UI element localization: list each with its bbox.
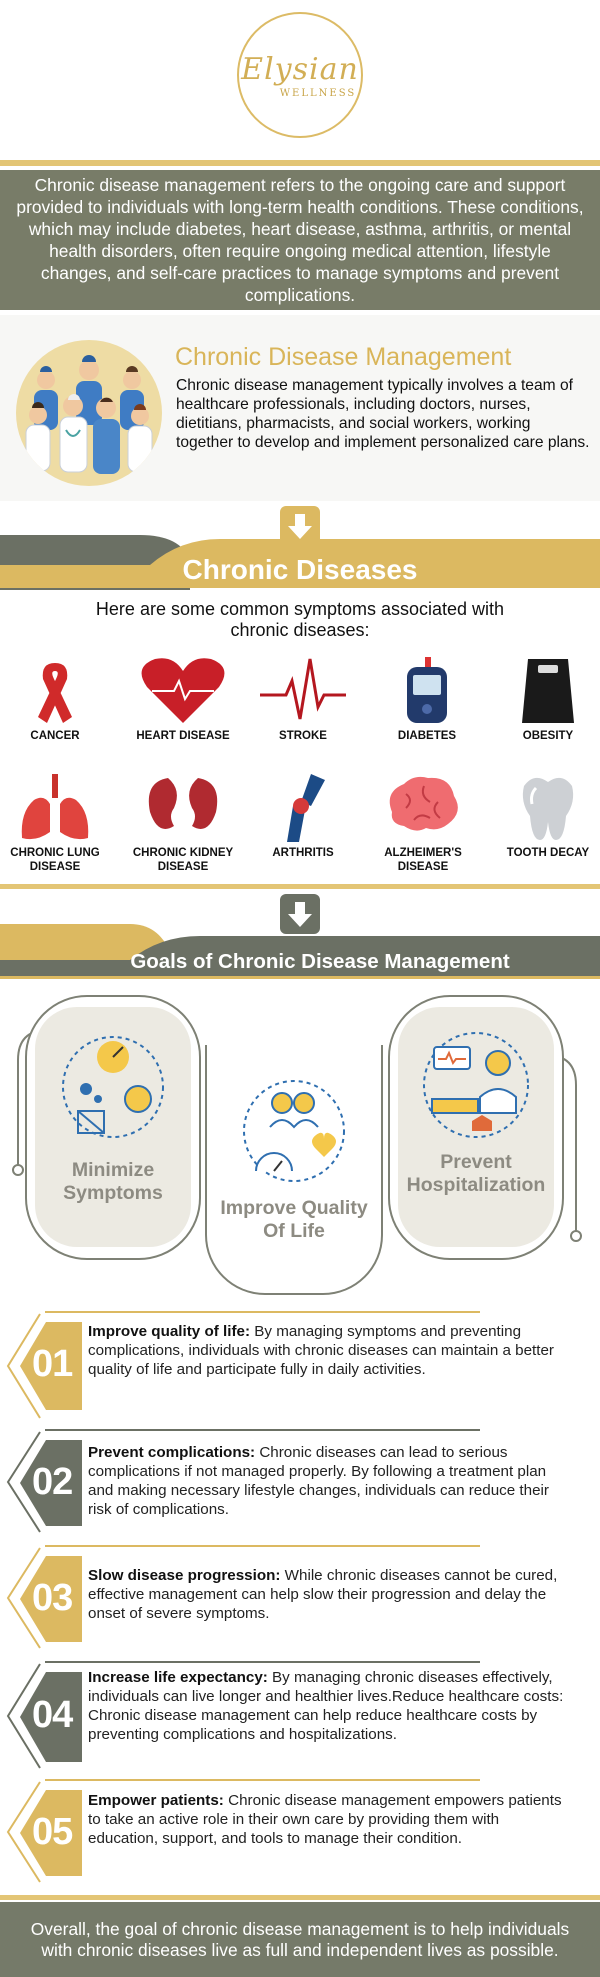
point-title: Increase life expectancy: — [88, 1669, 268, 1686]
point-number: 04 — [32, 1694, 73, 1736]
cancer-ribbon-icon — [38, 663, 72, 723]
divider — [0, 884, 600, 889]
disease-label: HEART DISEASE — [136, 730, 230, 742]
disease-item: ALZHEIMER'S DISEASE — [368, 772, 478, 874]
point-number: 03 — [32, 1577, 73, 1619]
point-2: Prevent complications: Chronic diseases … — [88, 1443, 568, 1519]
brand-logo-ring — [237, 12, 363, 138]
cdm-title: Chronic Disease Management — [175, 343, 512, 371]
disease-label: TOOTH DECAY — [506, 847, 590, 859]
disease-label: OBESITY — [522, 730, 574, 742]
point-body: By managing symptoms and preventing comp… — [88, 1323, 554, 1378]
numbered-list-graphics — [6, 1311, 480, 1883]
disease-item: CHRONIC KIDNEY DISEASE — [128, 772, 238, 874]
point-body: Chronic disease management empowers pati… — [88, 1792, 562, 1847]
disease-label: STROKE — [279, 730, 327, 742]
disease-label: CHRONIC LUNG DISEASE — [10, 847, 100, 873]
family-care-icon — [243, 1080, 345, 1182]
chronic-diseases-banner — [0, 535, 600, 590]
point-title: Empower patients: — [88, 1792, 224, 1809]
disease-item: DIABETES — [372, 655, 482, 743]
tooth-icon — [522, 777, 574, 840]
brand-logo-sub: WELLNESS — [279, 88, 357, 99]
point-3: Slow disease progression: While chronic … — [88, 1566, 568, 1623]
disease-item: ARTHRITIS — [248, 772, 358, 860]
point-number: 05 — [32, 1811, 73, 1853]
point-title: Improve quality of life: — [88, 1323, 251, 1340]
disease-item: OBESITY — [493, 655, 600, 743]
point-body: Chronic diseases can lead to serious com… — [88, 1444, 549, 1518]
kidneys-icon — [148, 778, 218, 829]
point-title: Slow disease progression: — [88, 1567, 281, 1584]
divider — [0, 1895, 600, 1900]
cdm-text: Chronic disease management typically inv… — [176, 377, 590, 451]
point-body: By managing chronic diseases effectively… — [88, 1669, 564, 1743]
point-5: Empower patients: Chronic disease manage… — [88, 1791, 568, 1848]
brain-icon — [389, 776, 458, 831]
goals-title: Goals of Chronic Disease Management — [130, 950, 510, 973]
goal-card-minimize-symptoms: Minimize Symptoms — [35, 1007, 191, 1247]
goal-card-improve-quality: Improve Quality Of Life — [215, 1075, 373, 1243]
disease-label: CHRONIC KIDNEY DISEASE — [132, 847, 234, 873]
point-1: Improve quality of life: By managing sym… — [88, 1322, 568, 1379]
scale-icon — [522, 659, 574, 723]
footer-text: Overall, the goal of chronic disease man… — [30, 1918, 570, 1960]
intro-banner: Chronic disease management refers to the… — [0, 170, 600, 310]
healthcare-team-illustration — [16, 340, 162, 486]
goals-banner — [0, 924, 600, 979]
point-title: Prevent complications: — [88, 1444, 256, 1461]
heartbeat-icon — [260, 658, 346, 720]
point-number: 02 — [32, 1461, 73, 1503]
disease-label: ALZHEIMER'S DISEASE — [384, 847, 462, 873]
goal-card-prevent-hospitalization: Prevent Hospitalization — [398, 1007, 554, 1247]
brand-logo-script: Elysian — [241, 52, 359, 87]
chronic-diseases-title: Chronic Diseases — [182, 554, 418, 585]
intro-text: Chronic disease management refers to the… — [16, 175, 584, 305]
lungs-icon — [21, 774, 89, 840]
symptoms-icon — [62, 1036, 164, 1138]
disease-label: DIABETES — [397, 730, 457, 742]
goal-frame — [205, 1045, 383, 1295]
divider — [0, 160, 600, 166]
hospital-care-icon — [423, 1032, 529, 1138]
heart-icon — [141, 658, 225, 723]
disease-label: CANCER — [30, 730, 80, 742]
goal-label: Prevent Hospitalization — [406, 1151, 546, 1196]
point-4: Increase life expectancy: By managing ch… — [88, 1668, 568, 1744]
disease-item: CHRONIC LUNG DISEASE — [0, 772, 110, 874]
symptoms-intro: Here are some common symptoms associated… — [95, 599, 505, 640]
disease-item: TOOTH DECAY — [493, 772, 600, 860]
knee-joint-icon — [287, 774, 325, 842]
goal-label: Minimize Symptoms — [63, 1159, 163, 1204]
disease-label: ARTHRITIS — [272, 847, 334, 859]
disease-item: CANCER — [0, 655, 110, 743]
down-arrow-icon — [280, 894, 320, 934]
glucose-meter-icon — [407, 657, 447, 723]
goal-label: Improve Quality Of Life — [220, 1197, 368, 1242]
disease-item: HEART DISEASE — [128, 655, 238, 743]
footer-banner: Overall, the goal of chronic disease man… — [0, 1902, 600, 1977]
disease-item: STROKE — [248, 655, 358, 743]
point-number: 01 — [32, 1343, 73, 1385]
point-body: While chronic diseases cannot be cured, … — [88, 1567, 558, 1622]
